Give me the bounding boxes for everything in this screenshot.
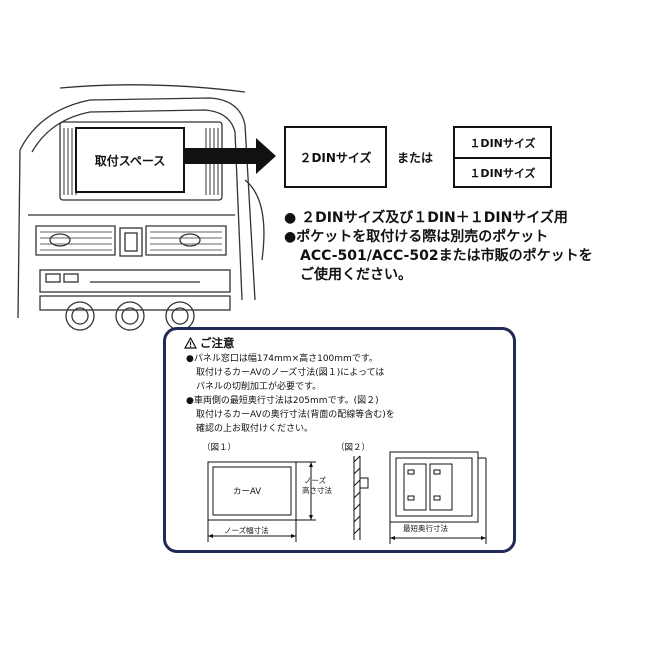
- caution-line: 取付けるカーAVの奥行寸法(背面の配線等含む)を: [196, 410, 395, 420]
- warning-icon: [184, 337, 197, 349]
- caution-title: ご注意: [184, 335, 235, 351]
- caution-line: 確認の上お取付けください。: [196, 424, 314, 434]
- fig2-diagram: [353, 451, 487, 544]
- car-av-label: カーAV: [233, 487, 262, 497]
- nose-height-label-1: ノーズ: [304, 476, 327, 485]
- install-space-box: 取付スペース: [75, 127, 185, 193]
- note-line: ●ポケットを取付ける際は別売のポケット: [284, 229, 549, 245]
- din1-top-row: １DINサイズ: [455, 128, 550, 157]
- din1-top-label: １DINサイズ: [469, 136, 536, 150]
- caution-line: 取付けるカーAVのノーズ寸法(図１)によっては: [196, 368, 385, 378]
- din2-label: ２DINサイズ: [299, 150, 372, 165]
- caution-line: パネルの切削加工が必要です。: [196, 382, 322, 392]
- or-label: または: [397, 151, 434, 165]
- caution-line: ●パネル窓口は幅174mm×高さ100mmです。: [186, 354, 378, 364]
- min-depth-label: 最短奥行寸法: [403, 524, 448, 533]
- caution-text: ●パネル窓口は幅174mm×高さ100mmです。 取付けるカーAVのノーズ寸法(…: [186, 352, 395, 436]
- fig1-diagram: [207, 461, 316, 542]
- fig2-label: （図２）: [336, 443, 371, 453]
- caution-title-text: ご注意: [200, 336, 235, 350]
- note-line: ご使用ください。: [300, 267, 412, 283]
- din1-bottom-label: １DINサイズ: [469, 166, 536, 180]
- fig1-label: （図１）: [202, 443, 237, 453]
- note-line: ● ２DINサイズ及び１DIN＋１DINサイズ用: [284, 210, 568, 226]
- note-line: ACC-501/ACC-502または市販のポケットを: [300, 248, 593, 264]
- caution-panel: ご注意 ●パネル窓口は幅174mm×高さ100mmです。 取付けるカーAVのノー…: [163, 327, 516, 553]
- caution-line: ●車両側の最短奥行寸法は205mmです。(図２): [186, 396, 379, 406]
- din2-box: ２DINサイズ: [284, 126, 387, 188]
- nose-height-label-2: 高さ寸法: [302, 486, 332, 495]
- compatibility-notes: ● ２DINサイズ及び１DIN＋１DINサイズ用 ●ポケットを取付ける際は別売の…: [284, 209, 593, 285]
- install-space-label: 取付スペース: [94, 153, 166, 168]
- din1-stack-box: １DINサイズ １DINサイズ: [453, 126, 552, 188]
- din1-bottom-row: １DINサイズ: [455, 157, 550, 186]
- nose-width-label: ノーズ幅寸法: [224, 526, 269, 535]
